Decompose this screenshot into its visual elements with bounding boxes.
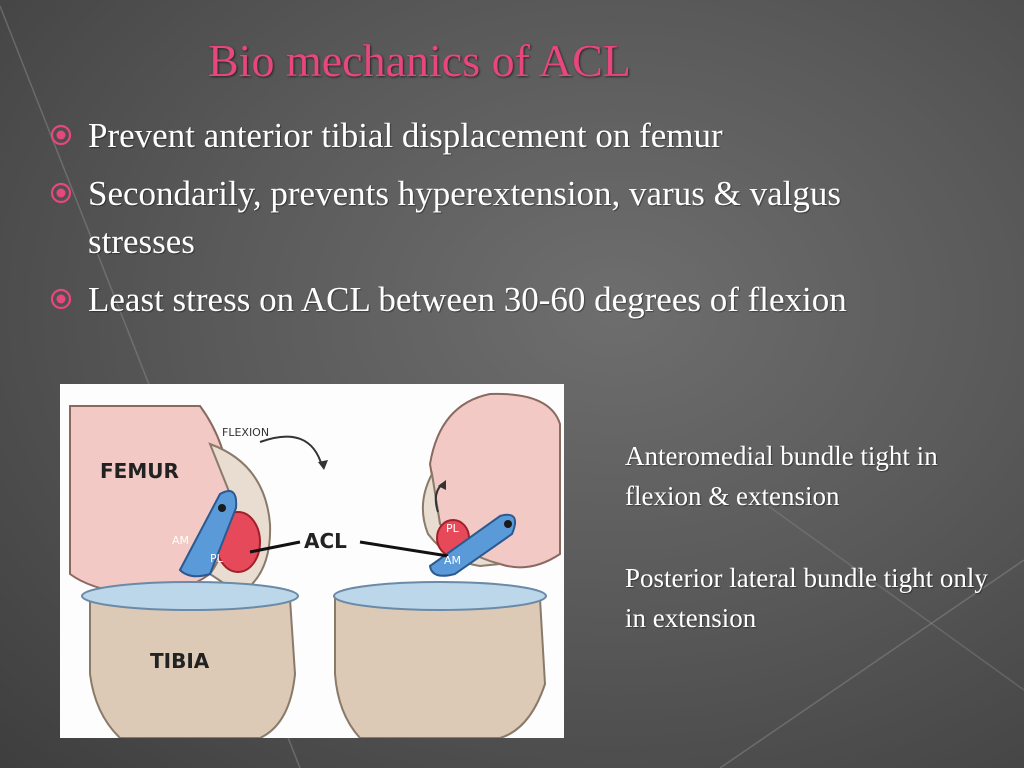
- anteromedial-note: Anteromedial bundle tight in flexion & e…: [625, 441, 938, 511]
- am-label-right: AM: [444, 554, 461, 567]
- femur-label: FEMUR: [100, 459, 179, 483]
- bullet-item: Secondarily, prevents hyperextension, va…: [48, 170, 908, 266]
- bullet-list: Prevent anterior tibial displacement on …: [48, 112, 908, 334]
- bullet-item: Least stress on ACL between 30-60 degree…: [48, 276, 908, 324]
- acl-knee-illustration: FEMUR TIBIA ACL FLEXION AM PL AM PL: [60, 384, 564, 738]
- am-label-left: AM: [172, 534, 189, 547]
- bullet-text: Least stress on ACL between 30-60 degree…: [88, 280, 847, 319]
- acl-label: ACL: [304, 529, 347, 553]
- slide-title: Bio mechanics of ACL: [208, 35, 631, 86]
- bullet-text: Secondarily, prevents hyperextension, va…: [88, 174, 841, 261]
- flexion-label: FLEXION: [222, 426, 269, 439]
- circle-dot-icon: [50, 182, 72, 204]
- pl-label-right: PL: [446, 522, 460, 535]
- posterolateral-note: Posterior lateral bundle tight only in e…: [625, 563, 988, 633]
- circle-dot-icon: [50, 124, 72, 146]
- bullet-item: Prevent anterior tibial displacement on …: [48, 112, 908, 160]
- tibia-label: TIBIA: [150, 649, 210, 673]
- pl-label-left: PL: [210, 552, 224, 565]
- bullet-text: Prevent anterior tibial displacement on …: [88, 116, 723, 155]
- circle-dot-icon: [50, 288, 72, 310]
